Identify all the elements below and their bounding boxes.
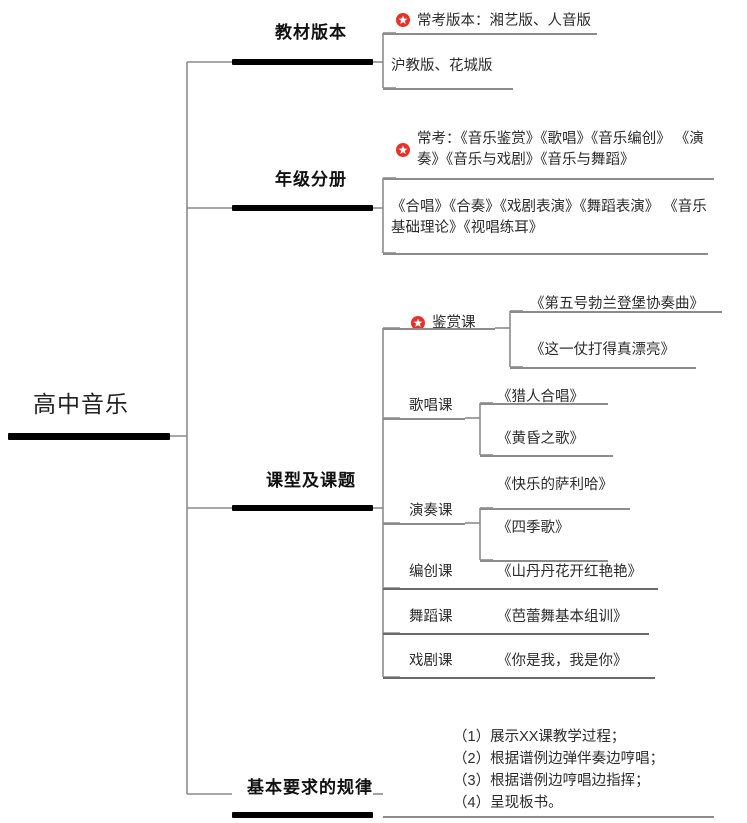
requirements-underline bbox=[383, 816, 714, 818]
lesson-underline bbox=[383, 588, 658, 590]
branch-bar-basic-requirements bbox=[232, 812, 373, 818]
root-node-label[interactable]: 高中音乐 bbox=[33, 391, 129, 417]
lesson-label-composition[interactable]: 编创课 bbox=[409, 564, 453, 580]
topic-text-four-seasons-song[interactable]: 《四季歌》 bbox=[497, 520, 570, 536]
topic-underline bbox=[480, 455, 613, 457]
topic-text-happy-saliha[interactable]: 《快乐的萨利哈》 bbox=[497, 477, 613, 493]
branch-label-textbook-version[interactable]: 教材版本 bbox=[275, 23, 347, 42]
requirement-item[interactable]: （1）展示XX课教学过程； bbox=[453, 729, 626, 745]
lesson-label-appreciation[interactable]: 鉴赏课 bbox=[432, 315, 476, 331]
topic-underline bbox=[510, 311, 722, 313]
branch-bar-lesson-types bbox=[232, 505, 373, 511]
lesson-label-instrumental[interactable]: 演奏课 bbox=[409, 503, 453, 519]
star-icon bbox=[396, 13, 410, 27]
child-underline bbox=[383, 33, 597, 35]
child-text-shanghai-huacheng-versions[interactable]: 沪教版、花城版 bbox=[391, 58, 493, 74]
root-node-bar bbox=[8, 433, 170, 440]
branch-bar-textbook-version bbox=[232, 59, 373, 65]
topic-underline bbox=[480, 508, 630, 510]
topic-text-hunters-chorus[interactable]: 《猎人合唱》 bbox=[497, 389, 584, 405]
child-text-common-grade-volumes[interactable]: 常考：《音乐鉴赏》《歌唱》《音乐编创》 《演奏》《音乐与戏剧》《音乐与舞蹈》 bbox=[417, 131, 704, 168]
lesson-underline bbox=[383, 523, 465, 525]
lesson-label-drama[interactable]: 戏剧课 bbox=[409, 653, 453, 669]
child-text-other-grade-volumes[interactable]: 《合唱》《合奏》《戏剧表演》《舞蹈表演》 《音乐基础理论》《视唱练耳》 bbox=[391, 199, 707, 236]
topic-underline bbox=[480, 560, 608, 562]
branch-label-basic-requirements[interactable]: 基本要求的规律 bbox=[247, 778, 373, 797]
topic-underline bbox=[480, 403, 608, 405]
topic-text-ballet-basic-training[interactable]: 《芭蕾舞基本组训》 bbox=[497, 609, 628, 625]
child-text-common-textbook-versions[interactable]: 常考版本：湘艺版、人音版 bbox=[417, 13, 591, 29]
lesson-underline bbox=[383, 328, 495, 330]
topic-text-song-of-dusk[interactable]: 《黄昏之歌》 bbox=[497, 431, 584, 447]
requirement-item[interactable]: （2）根据谱例边弹伴奏边哼唱； bbox=[453, 751, 665, 767]
branch-label-lesson-types[interactable]: 课型及课题 bbox=[266, 471, 356, 490]
topic-text-you-are-me[interactable]: 《你是我，我是你》 bbox=[497, 653, 628, 669]
lesson-underline bbox=[383, 418, 465, 420]
child-underline bbox=[383, 253, 708, 255]
star-icon bbox=[396, 143, 410, 157]
topic-text-great-battle[interactable]: 《这一仗打得真漂亮》 bbox=[530, 342, 675, 358]
topic-underline bbox=[510, 367, 696, 369]
branch-bar-grade-volumes bbox=[232, 205, 373, 211]
lesson-underline bbox=[383, 677, 655, 679]
child-underline bbox=[383, 88, 513, 90]
star-icon bbox=[411, 316, 425, 330]
child-underline bbox=[383, 178, 714, 180]
topic-text-shandandan-flowers[interactable]: 《山丹丹花开红艳艳》 bbox=[497, 564, 642, 580]
requirement-item[interactable]: （4）呈现板书。 bbox=[453, 795, 563, 811]
lesson-label-singing[interactable]: 歌唱课 bbox=[409, 398, 453, 414]
branch-label-grade-volumes[interactable]: 年级分册 bbox=[275, 170, 347, 189]
requirement-item[interactable]: （3）根据谱例边哼唱边指挥； bbox=[453, 773, 650, 789]
lesson-underline bbox=[383, 633, 649, 635]
lesson-label-dance[interactable]: 舞蹈课 bbox=[409, 609, 453, 625]
topic-text-brandenburg-concerto-5[interactable]: 《第五号勃兰登堡协奏曲》 bbox=[530, 296, 704, 312]
